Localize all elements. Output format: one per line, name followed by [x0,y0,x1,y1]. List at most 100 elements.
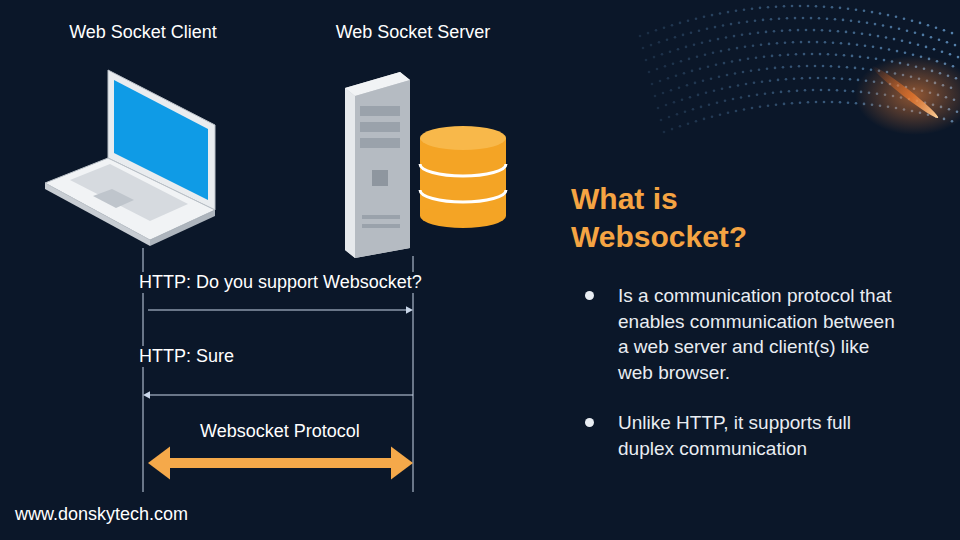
dot [667,77,670,80]
dot [906,29,909,32]
dot [807,101,810,104]
dot [800,41,803,44]
dot [701,41,704,44]
dot [694,82,697,85]
dot [885,36,888,39]
dot [663,131,666,134]
dot [746,20,749,23]
edge-label: HTTP: Sure [137,346,236,367]
dot [872,46,875,49]
dot [835,53,838,56]
bullet-text: Unlike HTTP, it supports full duplex com… [618,410,900,461]
dot [919,22,922,25]
server-icon [345,72,410,258]
dot [781,29,784,32]
dot [679,125,682,128]
dot [821,29,824,32]
dot [712,52,715,55]
dot [887,14,890,17]
dot [653,56,656,59]
node-heading: Web Socket Server [316,22,510,43]
bullet-text: Is a communication protocol that enables… [618,283,900,385]
dot [683,72,686,75]
dot [805,29,808,32]
dot [767,104,770,107]
dot [877,35,880,38]
dot [898,28,901,31]
dot [685,46,688,49]
dot [904,52,907,55]
dot [853,31,856,34]
dot [829,29,832,32]
dot [896,50,899,53]
dot [673,101,676,104]
dot [832,41,835,44]
bullet-dot [585,418,594,427]
dot [854,67,857,70]
dot [735,10,738,13]
dot [785,78,788,81]
dot [845,31,848,34]
dot [744,46,747,49]
dot [815,5,818,8]
dot [823,101,826,104]
database-icon [420,126,506,228]
dot [658,41,661,44]
dot [802,17,805,20]
dot [807,5,810,8]
dot [656,68,659,71]
dot [831,101,834,104]
dot [777,79,780,82]
dot [756,94,759,97]
dot [757,31,760,34]
dot [761,80,764,83]
dot [786,17,789,20]
dot [888,48,891,51]
dot [684,110,687,113]
dot [668,116,671,119]
dot [816,41,819,44]
dot [764,92,767,95]
dot [706,28,709,31]
dot [670,89,673,92]
dot [739,59,742,62]
dot [808,41,811,44]
dot [709,40,712,43]
dot [716,101,719,104]
dot [666,38,669,41]
dot [655,29,658,32]
dot [849,78,852,81]
dot [795,53,798,56]
dot [690,31,693,34]
dot [855,8,858,11]
dot [858,20,861,23]
dot [728,48,731,51]
arrow-shaft [149,395,413,396]
dot [674,36,677,39]
dot [775,5,778,8]
dot [730,23,733,26]
dot [679,22,682,25]
dot [922,34,925,37]
dot [774,67,777,70]
arrowhead [391,447,413,480]
dot [736,47,739,50]
dot [834,18,837,21]
dot [745,83,748,86]
dot [664,65,667,68]
dot [704,53,707,56]
dot [911,19,914,22]
dot [740,96,743,99]
dot [708,103,711,106]
dot [731,60,734,63]
message-arrow [143,391,413,399]
dot [759,7,762,10]
arrowhead [143,391,150,399]
dot [687,19,690,22]
dot [917,43,920,46]
dot [767,6,770,9]
edge-label: Websocket Protocol [198,421,362,442]
